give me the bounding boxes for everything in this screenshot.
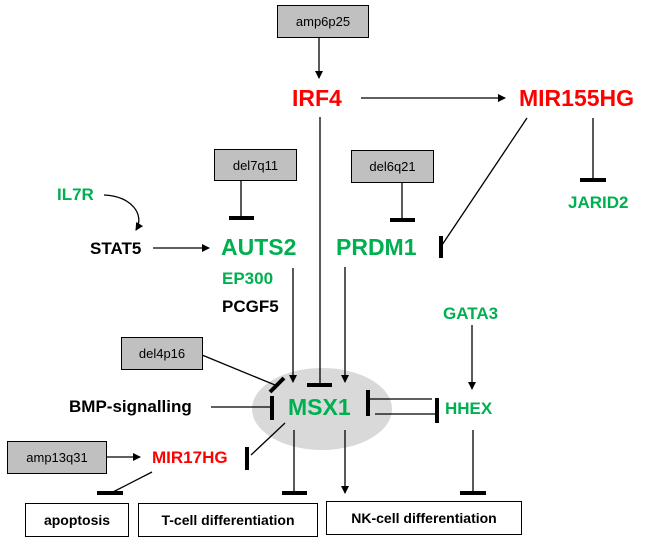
genomic-amp6p25: amp6p25	[277, 5, 369, 38]
gene-prdm1: PRDM1	[336, 234, 417, 260]
gene-auts2: AUTS2	[221, 234, 297, 260]
genomic-amp13q31: amp13q31	[7, 441, 107, 474]
gene-mir155hg: MIR155HG	[519, 85, 635, 111]
genomic-del7q11: del7q11	[214, 149, 297, 181]
bar-msx1-del4p16	[268, 376, 286, 394]
outcome-t-cell-differentiation: T-cell differentiation	[138, 503, 318, 537]
gene-ep300: EP300	[222, 269, 274, 288]
gene-gata3: GATA3	[443, 304, 499, 323]
gene-irf4: IRF4	[292, 85, 342, 111]
edge-del4p16-msx1	[201, 354, 276, 386]
edge-mir155hg-prdm1	[441, 117, 528, 246]
gene-hhex: HHEX	[445, 399, 493, 418]
gene-jarid2: JARID2	[568, 193, 629, 212]
gene-il7r: IL7R	[57, 185, 94, 204]
edge-msx1-mir17hg	[250, 422, 286, 456]
outcome-nk-cell-differentiation: NK-cell differentiation	[326, 501, 522, 535]
gene-stat5: STAT5	[90, 239, 142, 258]
genomic-del6q21: del6q21	[351, 150, 434, 183]
edge-mir17hg-apoptosis	[112, 471, 153, 493]
gene-bmp-signalling: BMP-signalling	[69, 397, 192, 416]
outcome-apoptosis: apoptosis	[25, 503, 129, 537]
gene-msx1: MSX1	[288, 394, 351, 420]
genomic-del4p16: del4p16	[121, 337, 203, 370]
edge-il7r-stat5	[103, 194, 144, 231]
gene-mir17hg: MIR17HG	[152, 448, 228, 467]
gene-pcgf5: PCGF5	[222, 297, 279, 316]
